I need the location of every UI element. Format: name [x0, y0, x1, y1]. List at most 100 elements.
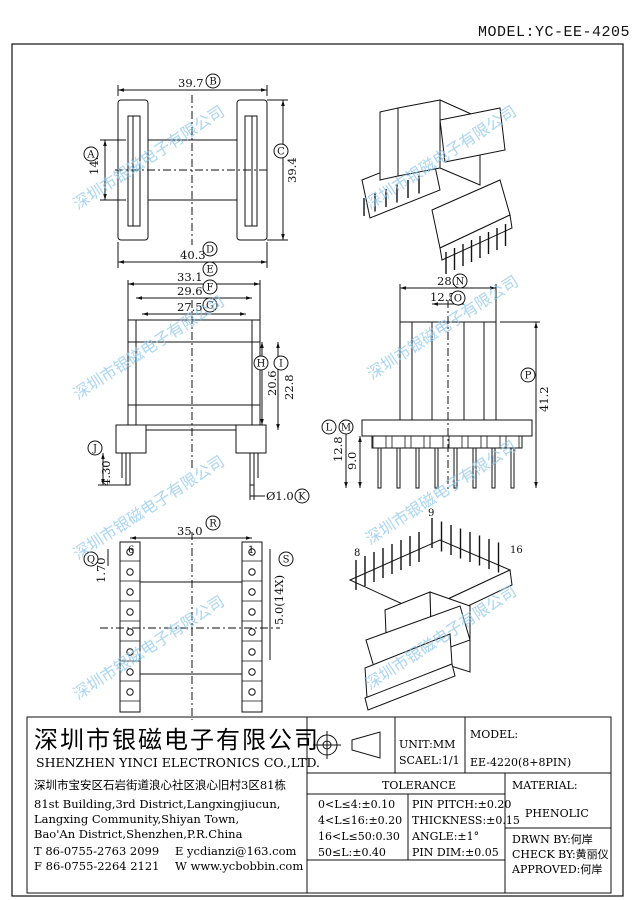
iso-bottom-pins [355, 518, 500, 590]
letter-m-marker: M [338, 419, 354, 435]
tol-row: 50≤L:±0.40 [318, 846, 386, 859]
letter-d: D [206, 245, 214, 256]
dim-p: 41.2 [537, 386, 551, 412]
pin-hole [126, 608, 134, 616]
pin-hole [248, 548, 256, 556]
letter-p: P [525, 371, 532, 382]
pin-holes [120, 548, 262, 702]
tolerance-title: TOLERANCE [382, 779, 456, 792]
pin-tol-row: THICKNESS:±0.15 [412, 814, 520, 827]
address-en-1: 81st Building,3rd District,Langxingjiucu… [34, 797, 280, 811]
letter-s-marker: S [278, 551, 294, 567]
email: E ycdianzi@163.com [175, 844, 296, 858]
letter-s: S [283, 555, 290, 566]
side-pin-notch [372, 435, 387, 449]
material-label: MATERIAL: [512, 779, 578, 792]
letter-k-marker: K [294, 488, 310, 504]
pin-hole [248, 608, 256, 616]
letter-a-marker: A [83, 146, 99, 162]
pin-label-16: 16 [510, 545, 523, 556]
model-label: MODEL: [470, 728, 518, 741]
letter-a: A [86, 150, 95, 161]
letter-c-marker: C [273, 143, 289, 159]
dim-r: 35.0 [177, 524, 203, 538]
approved-by: APPROVED:何岸 [511, 863, 602, 876]
letter-h: H [257, 359, 266, 370]
watermark-text: 深圳市银磁电子有限公司 [70, 592, 228, 704]
side-pin [434, 447, 439, 489]
iso-top-pins [363, 175, 507, 274]
pin-hole [248, 688, 256, 696]
top-view [100, 85, 288, 268]
letter-f: F [207, 283, 214, 294]
letter-r-marker: R [205, 515, 221, 531]
unit: UNIT:MM [399, 738, 455, 751]
material-value: PHENOLIC [525, 807, 589, 820]
letter-e: E [206, 265, 213, 276]
dim-i: 22.8 [282, 374, 296, 400]
pin-tol-row: ANGLE:±1° [411, 830, 479, 843]
dim-o: 12.5 [430, 290, 456, 304]
pin-hole [126, 568, 134, 576]
model-value: EE-4220(8+8PIN) [470, 756, 571, 769]
letter-g-marker: G [202, 297, 218, 313]
address-en-2: Langxing Community,Shiyan Town, [34, 812, 239, 826]
dim-l: 12.8 [331, 436, 345, 462]
dim-e: 33.1 [177, 270, 203, 284]
side-pin [396, 447, 401, 489]
watermark-text: 深圳市银磁电子有限公司 [70, 452, 228, 564]
address-cn: 深圳市宝安区石岩街道浪心社区浪心旧村3区81栋 [34, 778, 286, 792]
iso-view-top [361, 99, 513, 261]
pin-label-8: 8 [354, 548, 360, 559]
dim-c: 39.4 [285, 157, 299, 183]
letter-d-marker: D [202, 241, 218, 257]
drawn-by: DRWN BY:何岸 [512, 833, 593, 846]
letter-p-marker: P [520, 367, 536, 383]
side-pin-notch [410, 435, 425, 449]
letter-c: C [277, 147, 285, 158]
side-pin-notch [448, 435, 463, 449]
letter-j-marker: J [87, 440, 103, 456]
letter-b: B [209, 77, 216, 88]
scale: SCAEL:1/1 [399, 754, 460, 767]
pin-hole [126, 548, 134, 556]
side-pins [372, 435, 520, 489]
dim-f: 29.6 [177, 284, 203, 298]
dim-h: 20.6 [265, 370, 279, 396]
telephone: T 86-0755-2763 2099 [34, 844, 159, 858]
letter-l: L [326, 423, 333, 434]
letter-m: M [341, 423, 351, 434]
pin-hole [248, 648, 256, 656]
side-pin-notch [486, 435, 501, 449]
pin-tol-row: PIN PITCH:±0.20 [412, 798, 511, 811]
title-block [26, 716, 612, 894]
bottom-view [100, 532, 280, 720]
side-pin-notch [429, 435, 444, 449]
drawing-border [11, 43, 624, 897]
tol-row: 0<L≤4:±0.10 [318, 798, 395, 811]
fax: F 86-0755-2264 2121 [34, 859, 160, 873]
letter-g: G [206, 301, 214, 312]
letter-f-marker: F [202, 279, 218, 295]
pin-hole [126, 688, 134, 696]
side-pin [377, 447, 382, 489]
model-number: MODEL:YC-EE-4205 [478, 24, 631, 41]
pin-label-9: 9 [428, 508, 434, 519]
dim-b: 39.7 [178, 76, 204, 90]
letter-e-marker: E [202, 261, 218, 277]
pin-hole [248, 668, 256, 676]
letter-k: K [298, 492, 306, 503]
address-en-3: Bao'An District,Shenzhen,P.R.China [34, 827, 243, 841]
letter-n-marker: N [452, 273, 468, 289]
dim-d: 40.3 [180, 248, 206, 262]
dim-m: 9.0 [345, 452, 359, 470]
checked-by: CHECK BY:黄丽仪 [512, 847, 609, 861]
pin-hole [126, 628, 134, 636]
side-pin-notch [505, 435, 520, 449]
pin-hole [126, 668, 134, 676]
website: W www.ycbobbin.com [175, 859, 303, 873]
letter-r: R [209, 519, 217, 530]
letter-h-marker: H [253, 355, 269, 371]
letter-b-marker: B [205, 73, 221, 89]
